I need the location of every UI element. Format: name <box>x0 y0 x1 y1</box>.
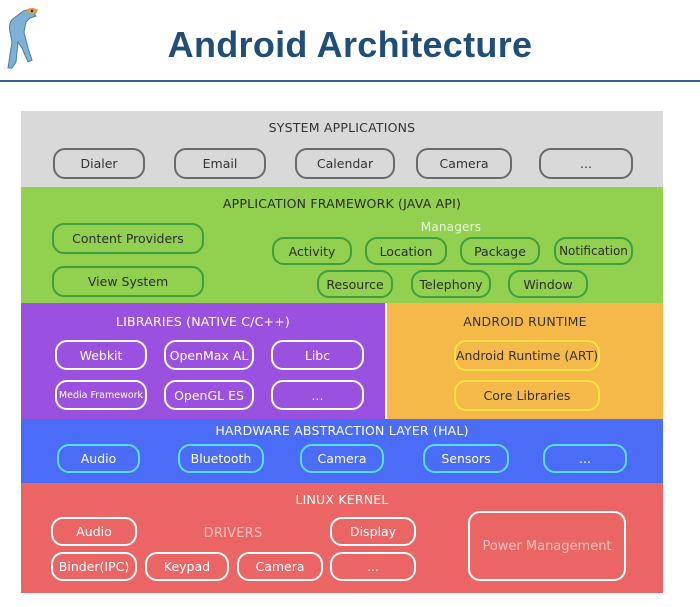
hal-camera: Camera <box>300 444 384 473</box>
library-more: ... <box>271 380 364 410</box>
android-runtime-art: Android Runtime (ART) <box>454 340 600 371</box>
managers-label: Managers <box>420 220 482 234</box>
library-media-framework: Media Framework <box>55 380 147 410</box>
manager-window: Window <box>508 270 588 298</box>
driver-camera: Camera <box>237 552 323 581</box>
application-framework-header: APPLICATION FRAMEWORK (JAVA API) <box>222 196 462 211</box>
system-applications-layer: SYSTEM APPLICATIONS Dialer Email Calenda… <box>21 111 663 187</box>
title-divider <box>0 80 700 82</box>
app-dialer: Dialer <box>53 148 145 179</box>
library-webkit: Webkit <box>55 340 147 370</box>
android-runtime-header: ANDROID RUNTIME <box>463 314 587 329</box>
system-applications-header: SYSTEM APPLICATIONS <box>268 120 416 135</box>
hal-sensors: Sensors <box>423 444 509 473</box>
hal-more: ... <box>543 444 627 473</box>
linux-kernel-layer: LINUX KERNEL DRIVERS Audio Display Binde… <box>21 483 663 593</box>
linux-kernel-header: LINUX KERNEL <box>295 492 389 507</box>
drivers-label: DRIVERS <box>203 526 263 541</box>
application-framework-layer: APPLICATION FRAMEWORK (JAVA API) Content… <box>21 187 663 303</box>
manager-resource: Resource <box>317 270 393 298</box>
hal-bluetooth: Bluetooth <box>178 444 264 473</box>
library-libc: Libc <box>271 340 364 370</box>
app-camera: Camera <box>416 148 512 179</box>
hal-layer: HARDWARE ABSTRACTION LAYER (HAL) Audio B… <box>21 419 663 483</box>
dinosaur-logo <box>2 2 46 72</box>
driver-more: ... <box>330 552 416 581</box>
view-system: View System <box>52 266 204 297</box>
library-openmax-al: OpenMax AL <box>164 340 254 370</box>
android-runtime-layer: ANDROID RUNTIME Android Runtime (ART) Co… <box>387 303 663 419</box>
driver-audio: Audio <box>51 517 137 546</box>
page-title: Android Architecture <box>167 24 533 65</box>
libraries-layer: LIBRARIES (NATIVE C/C++) Webkit OpenMax … <box>21 303 385 419</box>
hal-audio: Audio <box>57 444 140 473</box>
hal-header: HARDWARE ABSTRACTION LAYER (HAL) <box>215 423 469 438</box>
power-management: Power Management <box>468 511 626 581</box>
driver-keypad: Keypad <box>145 552 229 581</box>
manager-notification: Notification <box>554 237 633 265</box>
manager-location: Location <box>365 237 447 265</box>
app-more: ... <box>539 148 633 179</box>
app-calendar: Calendar <box>295 148 395 179</box>
content-providers: Content Providers <box>52 223 204 254</box>
library-opengl-es: OpenGL ES <box>164 380 254 410</box>
manager-activity: Activity <box>272 237 352 265</box>
manager-telephony: Telephony <box>411 270 491 298</box>
app-email: Email <box>174 148 266 179</box>
driver-display: Display <box>330 517 416 546</box>
driver-binder-ipc: Binder(IPC) <box>51 552 137 581</box>
core-libraries: Core Libraries <box>454 380 600 411</box>
libraries-header: LIBRARIES (NATIVE C/C++) <box>116 314 290 329</box>
manager-package: Package <box>460 237 540 265</box>
